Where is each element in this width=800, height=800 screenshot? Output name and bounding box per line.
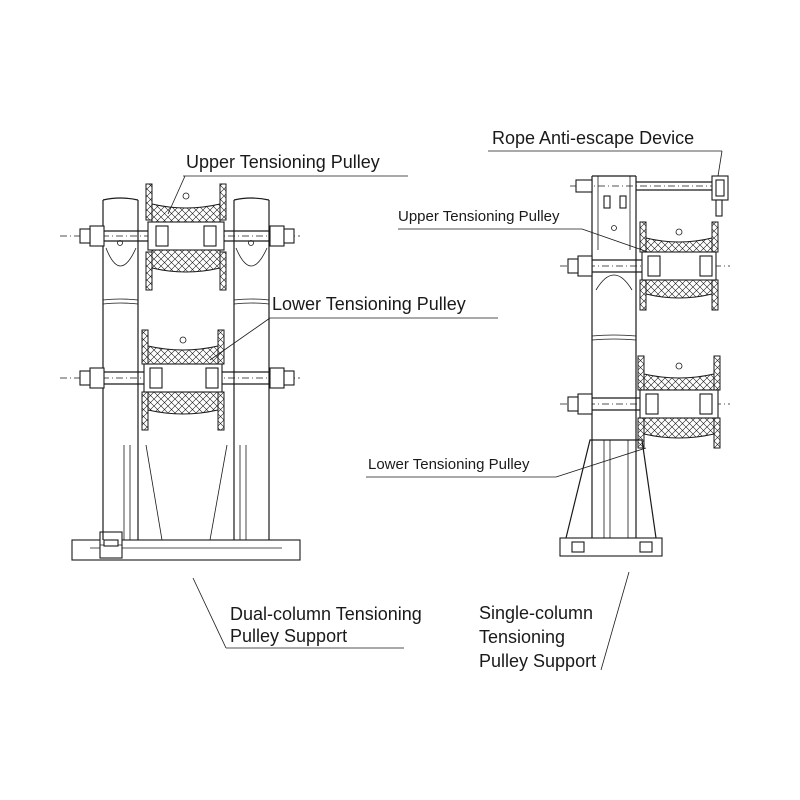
- label-upper-pulley-single: Upper Tensioning Pulley: [398, 208, 560, 225]
- label-rope-anti-escape: Rope Anti-escape Device: [492, 128, 695, 148]
- single-leader-lines: [366, 150, 723, 671]
- dual-leader-lines: [167, 175, 498, 649]
- hex-nut-icon: [269, 225, 285, 247]
- label-lower-pulley-single: Lower Tensioning Pulley: [368, 456, 530, 473]
- label-dual-support-line1: Dual-column Tensioning: [230, 604, 422, 624]
- hex-nut-icon: [89, 225, 105, 247]
- dual-column-support: [60, 183, 301, 561]
- dual-lower-pulley: [141, 329, 225, 431]
- label-upper-pulley-dual: Upper Tensioning Pulley: [186, 152, 380, 172]
- dual-base-plate: [71, 539, 301, 561]
- label-single-support-line1: Single-column: [479, 603, 594, 623]
- label-single-support-line3: Pulley Support: [479, 651, 597, 671]
- label-lower-pulley-dual: Lower Tensioning Pulley: [272, 294, 466, 314]
- single-lower-pulley: [637, 355, 721, 449]
- single-column-support: [559, 175, 730, 557]
- label-single-support-line2: Tensioning: [479, 627, 566, 647]
- dual-upper-pulley: [145, 183, 227, 291]
- single-base-plate: [559, 537, 663, 557]
- label-dual-support-line2: Pulley Support: [230, 626, 348, 646]
- single-upper-pulley: [639, 221, 719, 311]
